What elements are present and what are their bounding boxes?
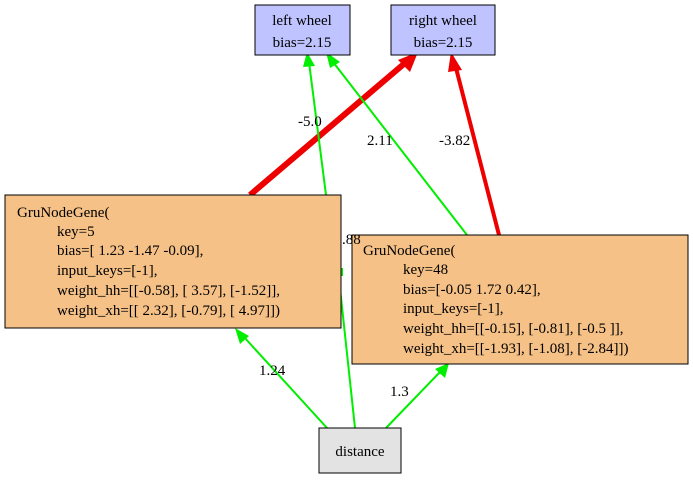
edge-dist-gru48 xyxy=(385,363,449,429)
edge-dist-gru48-arrowhead xyxy=(435,363,449,378)
edge-label-dist-gru48: 1.3 xyxy=(390,384,409,400)
edge-gru5-left xyxy=(303,52,327,196)
right-wheel-bias: bias=2.15 xyxy=(414,35,473,51)
node-left-wheel[interactable]: left wheel bias=2.15 xyxy=(254,4,351,56)
edge-dist-gru5 xyxy=(235,328,328,429)
edge-dist-gru5-arrowhead xyxy=(235,328,249,344)
edge-gru5-left-arrowhead xyxy=(303,52,315,67)
edge-gru5-right-arrowhead xyxy=(398,52,418,72)
edge-label-dist-left: .88 xyxy=(342,232,361,248)
edge-gru48-left-arrowhead xyxy=(326,52,340,68)
gru5-line-key: key=5 xyxy=(57,224,95,240)
edge-label-gru5-left: -5.0 xyxy=(298,114,322,130)
gru48-line-weight-hh: weight_hh=[[-0.15], [-0.81], [-0.5 ]], xyxy=(403,321,623,337)
edge-gru48-left xyxy=(326,52,468,236)
node-right-wheel[interactable]: right wheel bias=2.15 xyxy=(390,4,496,56)
gru5-line-input-keys: input_keys=[-1], xyxy=(57,263,158,279)
edge-label-gru48-left: 2.11 xyxy=(367,133,393,149)
edge-gru5-right xyxy=(248,52,418,198)
gru5-line-weight-xh: weight_xh=[[ 2.32], [-0.79], [ 4.97]]) xyxy=(57,303,280,319)
gru48-line-key: key=48 xyxy=(403,262,448,278)
edge-gru48-right-arrowhead xyxy=(448,52,462,72)
left-wheel-bias: bias=2.15 xyxy=(273,35,332,51)
gru48-line-bias: bias=[-0.05 1.72 0.42], xyxy=(403,282,541,298)
edge-label-gru48-right: -3.82 xyxy=(439,133,470,149)
distance-name: distance xyxy=(335,444,384,460)
gru48-line-input-keys: input_keys=[-1], xyxy=(403,301,504,317)
gru5-line-weight-hh: weight_hh=[[-0.58], [ 3.57], [-1.52]], xyxy=(57,283,280,299)
gru5-line-bias: bias=[ 1.23 -1.47 -0.09], xyxy=(57,243,203,259)
node-gru-5[interactable]: GruNodeGene( key=5 bias=[ 1.23 -1.47 -0.… xyxy=(4,194,342,329)
left-wheel-name: left wheel xyxy=(272,13,332,29)
gru48-line-header: GruNodeGene( xyxy=(363,243,455,259)
edge-label-dist-gru5: 1.24 xyxy=(259,363,286,379)
node-gru-48[interactable]: GruNodeGene( key=48 bias=[-0.05 1.72 0.4… xyxy=(351,234,689,365)
gru48-line-weight-xh: weight_xh=[[-1.93], [-1.08], [-2.84]]) xyxy=(403,341,628,357)
edge-gru48-right xyxy=(448,52,501,236)
node-distance[interactable]: distance xyxy=(318,427,402,474)
right-wheel-name: right wheel xyxy=(409,13,477,29)
gru5-line-header: GruNodeGene( xyxy=(17,205,109,221)
